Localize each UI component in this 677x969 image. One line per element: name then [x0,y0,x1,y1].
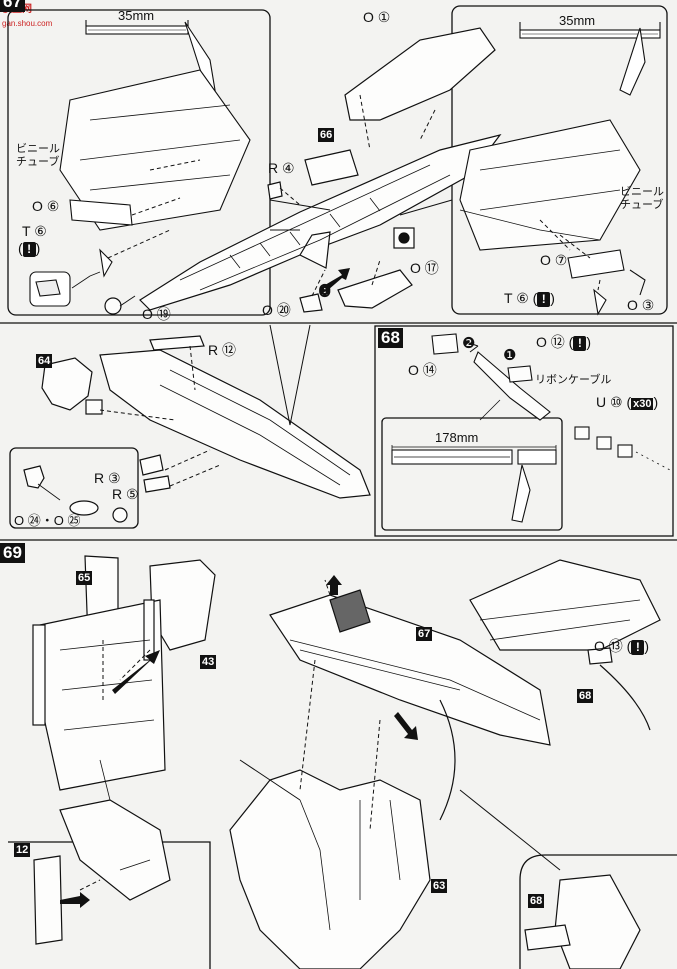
weapon-body-67b [99,349,371,499]
vinyl-tube-right-line1: ビニール [620,185,664,198]
caution-icon: ! [631,640,645,655]
part-label-u10: U ⑩ (x30) [596,394,659,410]
ribbon-length: 178mm [435,430,479,445]
part-label-t6-left: T ⑥ [22,223,47,239]
cut-length-left: 35mm [118,8,155,23]
step67-left-detail-frame [7,9,271,316]
part-label-r4: R ④ [268,160,295,176]
part-label-o24-o25: O ㉔・O ㉕ [14,513,81,528]
vinyl-tube-label-right: ビニール チューブ [620,185,664,211]
ref-tag-12: 12 [14,843,31,857]
order-marker-68-2: ❷ [462,335,476,352]
vinyl-tube-left-line2: チューブ [16,155,60,168]
part-label-r12: R ⑫ [208,342,236,358]
part-label-o17: O ⑰ [410,260,439,276]
ref-tag-68-detail: 68 [528,894,545,908]
step67b-small-frame [9,447,139,529]
part-label-o3: O ③ [627,297,655,313]
part-label-o19: O ⑲ [142,306,171,322]
ref-tag-65: 65 [76,571,93,585]
step69-detail-frame [519,854,677,969]
part-label-o14: O ⑭ [408,362,437,378]
part-label-r3: R ③ [94,470,121,486]
part-label-o7: O ⑦ [540,252,568,268]
watermark-url: gan.shou.com [2,19,53,28]
quantity-badge: x30 [631,398,654,410]
step68-frame [374,325,674,537]
order-marker-1: ❶ [318,282,332,299]
part-label-r5: R ⑤ [112,486,139,502]
ref-tag-63: 63 [431,879,448,893]
caution-icon: ! [573,336,587,351]
step-number-69: 69 [0,543,25,563]
part-label-o1: O ① [363,9,391,25]
cut-length-right: 35mm [559,13,596,28]
vinyl-tube-right-line2: チューブ [620,198,664,211]
order-marker-68-1: ❶ [503,347,517,364]
step68-cut-frame [381,417,563,531]
ref-tag-66: 66 [318,128,335,142]
vinyl-tube-label-left: ビニール チューブ [16,142,60,168]
ribbon-cable-label: リボンケーブル [535,373,612,386]
caution-icon: ! [537,292,551,307]
order-marker-2: ❷ [318,284,332,301]
part-label-o20: O ⑳ [262,302,291,318]
part-label-t6-right: T ⑥ (!) [504,290,555,307]
part-label-o12: O ⑫ (!) [536,334,592,351]
ref-tag-64: 64 [36,354,53,368]
caution-icon: ! [22,242,36,257]
part-label-o6: O ⑥ [32,198,60,214]
part-label-o13: O ⑬ (!) [594,638,650,655]
vinyl-tube-left-line1: ビニール [16,142,60,155]
step-number-68: 68 [378,328,403,348]
ref-tag-68-step69: 68 [577,689,594,703]
ref-tag-67: 67 [416,627,433,641]
step-number-67: 67 [0,0,25,12]
ref-tag-43: 43 [200,655,217,669]
caution-t6-left: (!) [18,240,41,257]
